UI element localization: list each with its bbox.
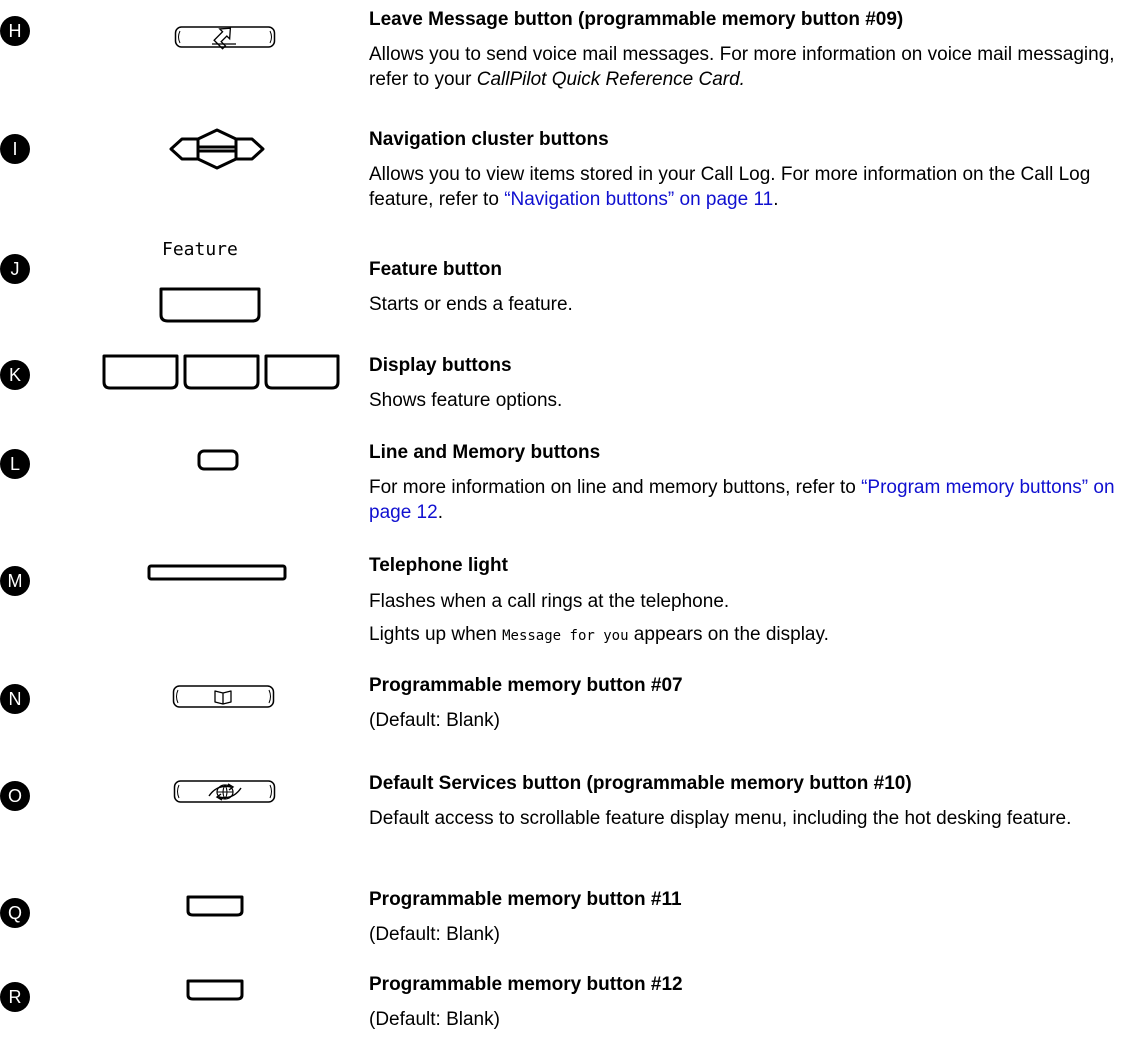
message-for-you-display-text: Message for you [502,628,629,644]
navigation-buttons-link[interactable]: “Navigation buttons” on page 11 [504,189,774,210]
book-key-icon[interactable] [172,683,276,711]
badge-l: L [0,449,30,479]
badge-r: R [0,982,30,1012]
badge-k: K [0,360,30,390]
navigation-cluster-icon[interactable] [168,127,266,171]
line-memory-title: Line and Memory buttons [369,442,601,463]
memory-button-12-default: (Default: Blank) [369,1009,500,1030]
badge-q: Q [0,898,30,928]
badge-h: H [0,16,30,46]
leave-message-description: Allows you to send voice mail messages. … [369,44,1115,90]
display-buttons-title: Display buttons [369,355,512,376]
display-keys-icon[interactable] [101,352,341,392]
telephone-light-title: Telephone light [369,555,508,576]
leave-message-icon[interactable] [174,24,276,50]
navigation-cluster-description: Allows you to view items stored in your … [369,164,1091,210]
memory-button-12-title: Programmable memory button #12 [369,974,683,995]
telephone-light-flash-text: Flashes when a call rings at the telepho… [369,591,730,612]
memory-button-07-title: Programmable memory button #07 [369,675,683,696]
line-memory-key-icon[interactable] [196,448,240,472]
badge-o: O [0,781,30,811]
memory-key-icon[interactable] [185,978,245,1002]
display-buttons-description: Shows feature options. [369,390,563,411]
line-memory-description: For more information on line and memory … [369,477,1115,523]
feature-key-icon[interactable] [157,285,263,325]
badge-n: N [0,684,30,714]
feature-button-title: Feature button [369,259,502,280]
program-memory-buttons-link[interactable]: “Program memory buttons” on page 12 [369,477,1115,523]
telephone-light-icon [147,564,287,581]
badge-i: I [0,134,30,164]
memory-button-11-title: Programmable memory button #11 [369,889,682,910]
services-globe-icon[interactable] [173,778,277,806]
feature-button-description: Starts or ends a feature. [369,294,573,315]
memory-key-icon[interactable] [185,894,245,918]
navigation-cluster-title: Navigation cluster buttons [369,129,609,150]
default-services-description: Default access to scrollable feature dis… [369,808,1072,829]
leave-message-title: Leave Message button (programmable memor… [369,9,904,30]
callpilot-card-reference: CallPilot Quick Reference Card. [476,69,745,90]
telephone-light-message-text: Lights up when Message for you appears o… [369,624,829,645]
memory-button-07-default: (Default: Blank) [369,710,500,731]
memory-button-11-default: (Default: Blank) [369,924,500,945]
feature-key-label: Feature [162,239,238,260]
badge-m: M [0,566,30,596]
badge-j: J [0,254,30,284]
default-services-title: Default Services button (programmable me… [369,773,912,794]
